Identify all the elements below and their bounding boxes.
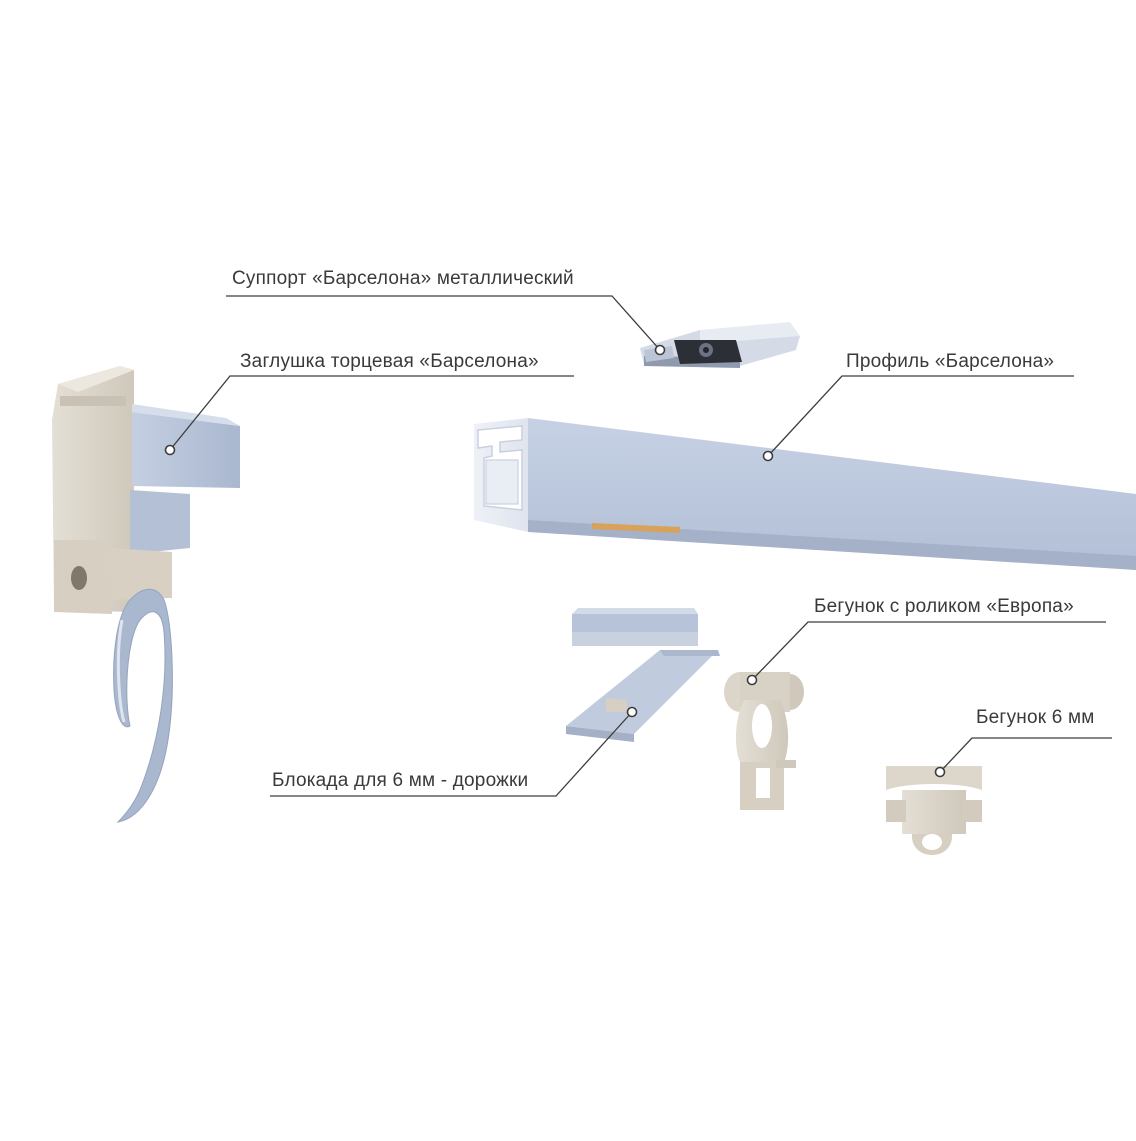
anchor-dot-roller-runner xyxy=(746,674,758,686)
leader-support xyxy=(226,295,661,351)
stopper-block xyxy=(566,608,720,742)
leader-end-cap xyxy=(169,375,574,451)
label-roller-runner: Бегунок с роликом «Европа» xyxy=(814,596,1074,617)
label-support: Суппорт «Барселона» металлический xyxy=(232,268,574,289)
profile-rail xyxy=(474,418,1136,570)
label-stopper: Блокада для 6 мм - дорожки xyxy=(272,770,529,791)
label-runner-6mm: Бегунок 6 мм xyxy=(976,707,1095,728)
anchor-dot-support xyxy=(654,344,666,356)
label-profile: Профиль «Барселона» xyxy=(846,351,1055,372)
end-cap xyxy=(52,366,240,823)
leader-runner-6mm xyxy=(939,737,1112,773)
anchor-dot-runner-6mm xyxy=(934,766,946,778)
leader-roller-runner xyxy=(751,621,1106,681)
leader-lines xyxy=(169,295,1112,797)
leader-profile xyxy=(767,375,1074,457)
leader-dots xyxy=(164,344,946,778)
anchor-dot-profile xyxy=(762,450,774,462)
runner-6mm xyxy=(886,766,982,855)
anchor-dot-stopper xyxy=(626,706,638,718)
leader-stopper xyxy=(270,711,633,797)
roller-runner xyxy=(724,672,804,810)
anchor-dot-end-cap xyxy=(164,444,176,456)
label-end-cap: Заглушка торцевая «Барселона» xyxy=(240,351,539,372)
support-bracket xyxy=(640,322,800,368)
